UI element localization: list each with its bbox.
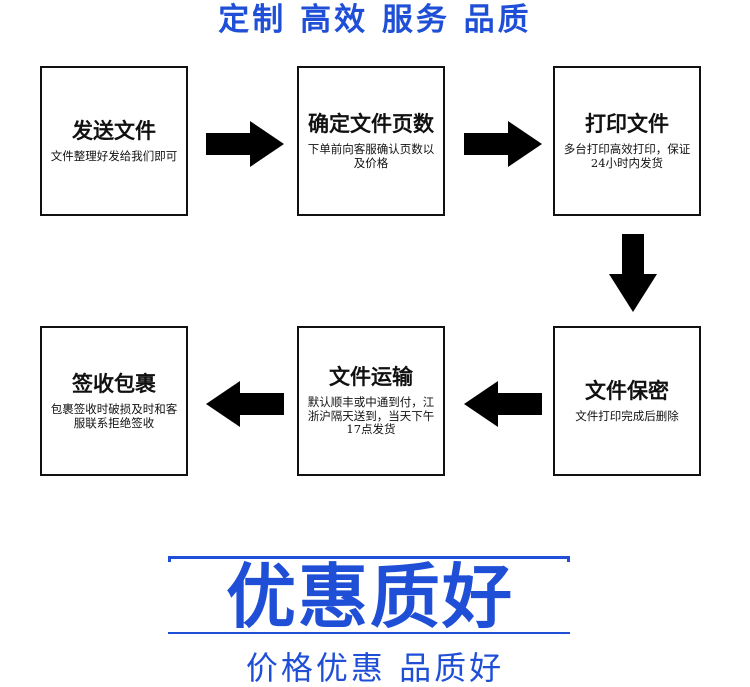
step-print-file: 打印文件 多台打印高效打印，保证24小时内发货 [553,66,701,216]
step-desc: 多台打印高效打印，保证24小时内发货 [563,141,691,170]
arrow-right-icon [464,121,542,167]
step-title: 打印文件 [585,111,669,136]
step-shipping: 文件运输 默认顺丰或中通到付，江浙沪隔天送到，当天下午17点发货 [297,326,445,476]
arrow-left-icon [464,381,542,427]
banner-title: 优惠质好 [150,562,590,632]
step-confirm-pages: 确定文件页数 下单前向客服确认页数以及价格 [297,66,445,216]
step-desc: 文件整理好发给我们即可 [50,148,178,163]
step-send-file: 发送文件 文件整理好发给我们即可 [40,66,188,216]
step-title: 文件运输 [329,364,413,389]
banner-subtitle: 价格优惠 品质好 [245,649,505,687]
step-receive-package: 签收包裹 包裹签收时破损及时和客服联系拒绝签收 [40,326,188,476]
step-desc: 文件打印完成后删除 [575,408,679,423]
arrow-right-icon [206,121,284,167]
step-title: 签收包裹 [72,371,156,396]
step-desc: 下单前向客服确认页数以及价格 [307,141,435,170]
arrow-left-icon [206,381,284,427]
step-title: 发送文件 [72,118,156,143]
header-title: 定制 高效 服务 品质 [218,2,532,38]
step-title: 确定文件页数 [308,111,434,136]
step-title: 文件保密 [585,378,669,403]
step-desc: 包裹签收时破损及时和客服联系拒绝签收 [50,401,178,430]
arrow-down-icon [609,234,657,312]
step-confidential: 文件保密 文件打印完成后删除 [553,326,701,476]
step-desc: 默认顺丰或中通到付，江浙沪隔天送到，当天下午17点发货 [307,394,435,437]
